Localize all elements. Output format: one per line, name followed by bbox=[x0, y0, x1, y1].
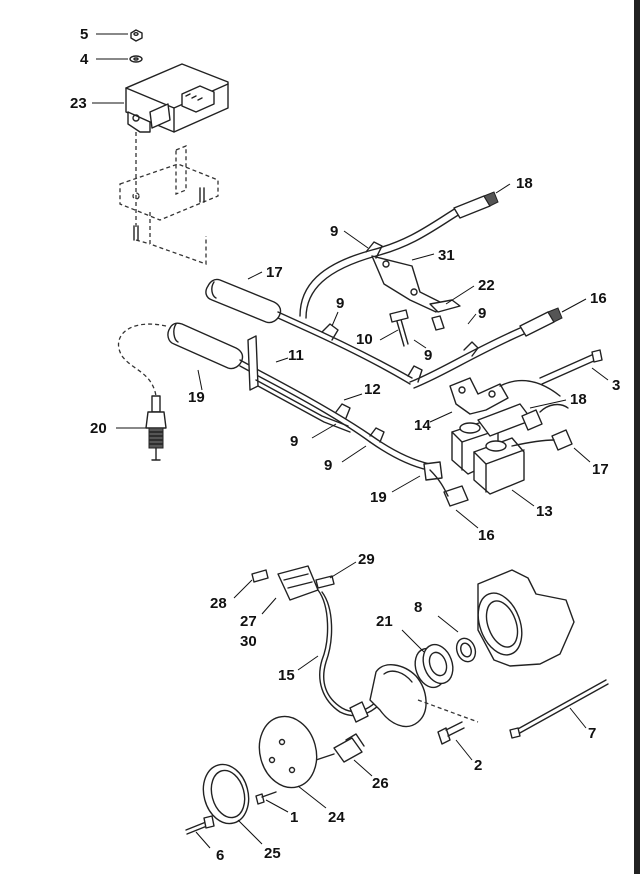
callout-15: 15 bbox=[278, 667, 295, 684]
callout-9: 9 bbox=[478, 305, 486, 322]
page-edge-border bbox=[634, 0, 640, 874]
callout-18: 18 bbox=[570, 391, 587, 408]
callout-19: 19 bbox=[370, 489, 387, 506]
cable-tie-part bbox=[509, 679, 609, 739]
seal-ring-part bbox=[455, 637, 477, 663]
callout-9: 9 bbox=[336, 295, 344, 312]
callout-9: 9 bbox=[330, 223, 338, 240]
callout-6: 6 bbox=[216, 847, 224, 864]
callout-22: 22 bbox=[478, 277, 495, 294]
callout-9: 9 bbox=[324, 457, 332, 474]
ignition-module-part bbox=[125, 63, 229, 133]
washer-part bbox=[129, 55, 143, 63]
callout-13: 13 bbox=[536, 503, 553, 520]
mounting-bracket-phantom bbox=[119, 132, 219, 265]
callout-21: 21 bbox=[376, 613, 393, 630]
callout-16: 16 bbox=[478, 527, 495, 544]
spark-plug-cable-short bbox=[167, 322, 431, 471]
callout-2: 2 bbox=[474, 757, 482, 774]
callout-11: 11 bbox=[288, 347, 304, 364]
spark-plug-cable-right bbox=[409, 307, 563, 389]
callout-20: 20 bbox=[90, 420, 107, 437]
callout-28: 28 bbox=[210, 595, 227, 612]
callout-labels: 5 4 23 18 9 31 17 22 16 9 10 9 9 11 19 3… bbox=[70, 26, 620, 864]
terminal-part bbox=[251, 569, 269, 583]
callout-18: 18 bbox=[516, 175, 533, 192]
callout-7: 7 bbox=[588, 725, 596, 742]
screw-part bbox=[437, 721, 465, 745]
callout-14: 14 bbox=[414, 417, 431, 434]
callout-17: 17 bbox=[592, 461, 609, 478]
trigger-plate-part bbox=[369, 664, 427, 728]
spark-plug-cable-top bbox=[299, 191, 499, 319]
callout-31: 31 bbox=[438, 247, 455, 264]
callout-9: 9 bbox=[424, 347, 432, 364]
callout-8: 8 bbox=[414, 599, 422, 616]
callout-4: 4 bbox=[80, 51, 89, 68]
wiring-harness-part bbox=[277, 565, 381, 723]
cable-bracket-part bbox=[371, 255, 461, 331]
callout-3: 3 bbox=[612, 377, 620, 394]
cable-strap-set bbox=[321, 241, 479, 443]
callout-12: 12 bbox=[364, 381, 381, 398]
spark-plug-part bbox=[145, 395, 167, 461]
coil-boot-lower bbox=[511, 429, 573, 451]
callout-17: 17 bbox=[266, 264, 283, 281]
terminal-seal-part bbox=[315, 575, 335, 589]
cam-cover-housing bbox=[477, 569, 575, 667]
callout-19: 19 bbox=[188, 389, 205, 406]
nut-part bbox=[130, 29, 143, 42]
ignition-coil-part bbox=[449, 377, 533, 495]
sensor-part bbox=[309, 733, 365, 763]
rotor-cup-part bbox=[414, 643, 454, 689]
callout-5: 5 bbox=[80, 26, 88, 43]
alignment-phantom-line bbox=[417, 699, 479, 723]
callout-16: 16 bbox=[590, 290, 607, 307]
callout-27: 27 bbox=[240, 613, 257, 630]
callout-10: 10 bbox=[356, 331, 373, 348]
callout-9: 9 bbox=[290, 433, 298, 450]
gasket-screw-part bbox=[185, 815, 215, 835]
callout-23: 23 bbox=[70, 95, 87, 112]
spark-plug-cable-long bbox=[205, 278, 413, 385]
callout-25: 25 bbox=[264, 845, 281, 862]
callout-29: 29 bbox=[358, 551, 375, 568]
coil-boot-upper bbox=[499, 379, 569, 431]
gasket-part bbox=[202, 763, 250, 825]
callout-26: 26 bbox=[372, 775, 389, 792]
cable-phantom-route bbox=[117, 323, 167, 397]
long-bolt-part bbox=[539, 349, 603, 385]
callout-30: 30 bbox=[240, 633, 257, 650]
outer-cover-part bbox=[258, 715, 318, 789]
leader-lines bbox=[92, 33, 609, 849]
cover-screw-part bbox=[255, 791, 277, 805]
spark-plug-boot-left bbox=[423, 461, 469, 507]
callout-24: 24 bbox=[328, 809, 345, 826]
bolt-part bbox=[389, 309, 409, 347]
cable-clip-bracket bbox=[247, 335, 351, 433]
callout-1: 1 bbox=[290, 809, 298, 826]
